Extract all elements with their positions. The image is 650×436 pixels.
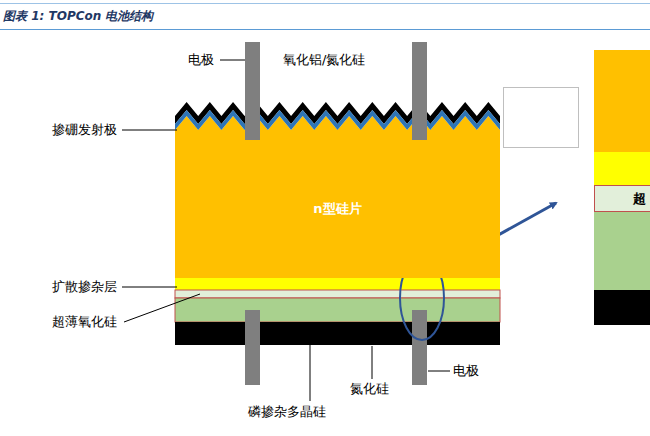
front-layers [175,102,500,141]
electrode [245,310,260,385]
header-rule [0,3,650,4]
leader-line [220,60,245,61]
electrode [412,310,427,385]
leader-line [124,294,200,322]
wafer-body: n型硅片 [175,140,500,278]
zoom-diffusion [594,152,650,185]
part-label: 氧化铝/氮化硅 [283,52,365,68]
part-label: 电极 [453,363,479,379]
node-label: 超 [633,190,646,208]
part-label: 氮化硅 [350,381,389,397]
alox-sinx-layer [175,102,500,124]
part-label: 扩散掺杂层 [52,279,117,295]
electrode [412,42,427,140]
blank-box [504,88,579,148]
part-label: 超薄氧化硅 [52,314,117,330]
leader-line [122,287,177,288]
zoom-oxide: 超 [594,185,650,212]
node-label: n型硅片 [313,200,361,218]
electrode [245,42,260,140]
oxide-layer [175,290,500,298]
leader-line [310,322,311,401]
poly-si-layer [175,298,500,322]
part-label: 磷掺杂多晶硅 [248,404,326,420]
part-label: 电极 [188,52,214,68]
sinx-layer [175,322,500,345]
header-rule [0,29,650,30]
part-label: 掺硼发射极 [52,122,117,138]
leader-line [122,130,177,131]
leader-line [372,346,373,379]
boron-emitter [175,110,500,130]
zoom-poly-si [594,212,650,290]
zoom-sinx [594,290,650,325]
diffusion-layer [175,278,500,290]
figure-title: 图表 1: TOPCon 电池结构 [3,8,153,24]
zoom-wafer [594,50,650,152]
leader-line [428,371,450,372]
